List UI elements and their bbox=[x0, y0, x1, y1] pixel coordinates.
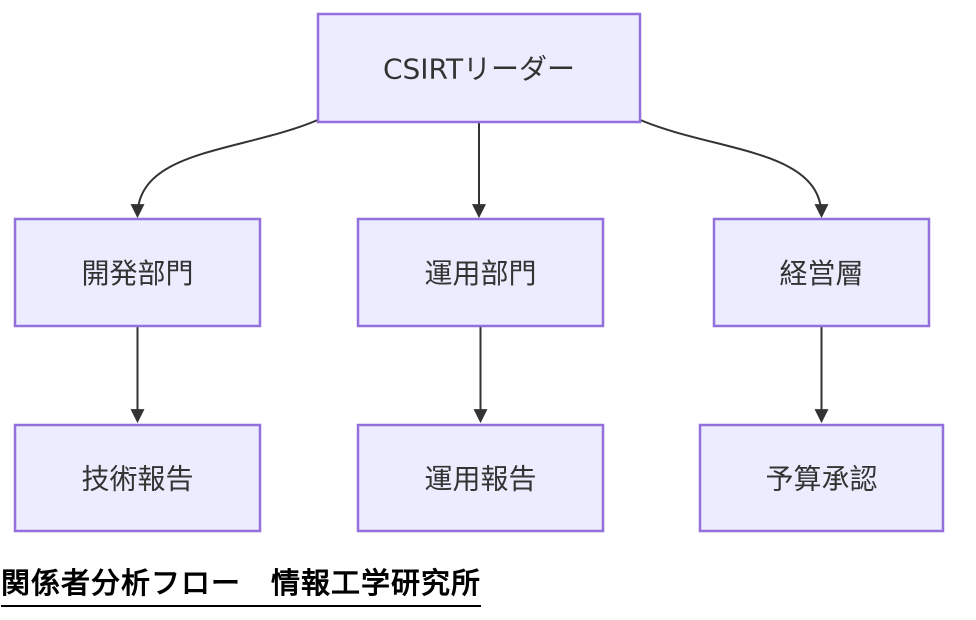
edge-leader-to-mgmt bbox=[637, 118, 829, 219]
node-ops-report: 運用報告 bbox=[356, 423, 605, 533]
node-budget-approval-label: 予算承認 bbox=[765, 463, 877, 496]
node-dev-dept: 開発部門 bbox=[13, 217, 262, 328]
node-dev-dept-label: 開発部門 bbox=[81, 257, 193, 290]
node-management-box bbox=[712, 217, 931, 328]
node-management-label: 経営層 bbox=[779, 257, 863, 290]
node-csirt-leader: CSIRTリーダー bbox=[316, 12, 642, 124]
node-ops-report-label: 運用報告 bbox=[424, 463, 536, 496]
node-ops-dept-box bbox=[356, 217, 605, 328]
node-ops-dept-label: 運用部門 bbox=[424, 257, 536, 290]
node-ops-report-box bbox=[356, 423, 605, 533]
node-csirt-leader-label: CSIRTリーダー bbox=[383, 53, 575, 86]
node-ops-dept: 運用部門 bbox=[356, 217, 605, 328]
node-management: 経営層 bbox=[712, 217, 931, 328]
node-budget-approval: 予算承認 bbox=[698, 423, 945, 533]
node-tech-report-label: 技術報告 bbox=[81, 463, 193, 496]
node-tech-report-box bbox=[13, 423, 262, 533]
node-budget-approval-box bbox=[698, 423, 945, 533]
edge-leader-to-dev bbox=[130, 118, 321, 219]
node-tech-report: 技術報告 bbox=[13, 423, 262, 533]
node-dev-dept-box bbox=[13, 217, 262, 328]
diagram-caption: 関係者分析フロー 情報工学研究所 bbox=[1, 560, 482, 607]
node-csirt-leader-box bbox=[316, 12, 642, 124]
